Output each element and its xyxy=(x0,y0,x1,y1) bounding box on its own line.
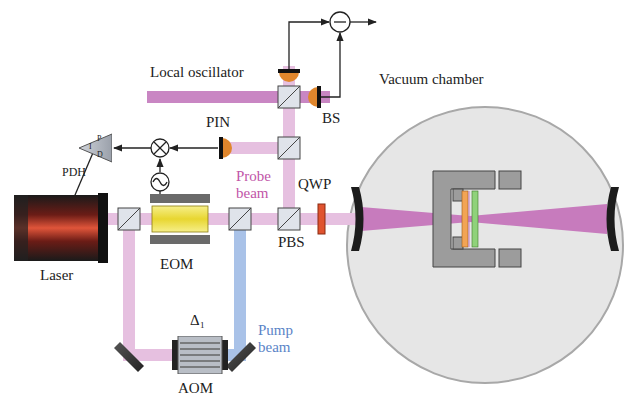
drawing-part xyxy=(453,237,463,249)
detuning-symbol: Δ₁ xyxy=(190,312,205,329)
drawing-part xyxy=(607,187,620,251)
drawing-part xyxy=(147,91,330,103)
beam-splitter-cubes xyxy=(118,86,300,230)
beam-name: Probe beam xyxy=(236,168,284,201)
drawing-part xyxy=(222,340,228,370)
amplifier-letter: P xyxy=(97,135,101,144)
drawing-part xyxy=(219,137,223,159)
drawing-part xyxy=(123,219,135,361)
drawing-part xyxy=(118,208,140,230)
drawing-part xyxy=(433,171,521,267)
drawing-part xyxy=(150,194,210,203)
drawing-part xyxy=(170,147,218,148)
drawing-part xyxy=(229,208,251,230)
drawing-part xyxy=(151,173,169,191)
drawing-part xyxy=(361,204,607,234)
drawing-part xyxy=(178,336,222,374)
component-name: Laser xyxy=(40,267,73,284)
beam-name: Pump beam xyxy=(258,322,306,355)
drawing-part xyxy=(229,208,251,230)
laser-source: Laser xyxy=(14,193,108,263)
vacuum-chamber: Vacuum chamber xyxy=(345,105,625,385)
vacuum-chamber-circle xyxy=(345,105,625,385)
drawing-part xyxy=(278,86,300,108)
drawing-part xyxy=(278,86,300,108)
drawing-part xyxy=(172,340,178,370)
drawing-part xyxy=(321,33,340,97)
controller-name: PDH xyxy=(62,166,86,179)
drawing-part xyxy=(222,138,232,158)
chamber-heading: Vacuum chamber xyxy=(379,71,484,88)
drawing-part xyxy=(180,366,220,368)
part-name: PBS xyxy=(278,234,305,251)
drawing-part xyxy=(98,193,108,263)
drawing-part xyxy=(153,179,167,186)
drawing-part xyxy=(347,107,623,383)
drawing-part xyxy=(152,206,208,232)
drawing-part xyxy=(180,348,220,350)
drawing-part xyxy=(114,147,151,148)
drawing-part xyxy=(278,208,300,230)
drawing-part xyxy=(154,142,166,154)
amplifier-letter: D xyxy=(97,151,103,160)
component-name: EOM xyxy=(160,256,193,273)
electro-optic-modulator: EOM xyxy=(150,194,210,244)
drawing-part xyxy=(433,171,495,267)
drawing-part xyxy=(151,139,169,157)
drawing-part xyxy=(351,187,364,251)
drawing-part xyxy=(234,225,246,361)
drawing-part xyxy=(14,195,28,261)
laser-body xyxy=(14,193,108,263)
drawing-part xyxy=(150,235,210,244)
drawing-part xyxy=(462,191,468,247)
drawing-part xyxy=(278,69,300,73)
drawing-part xyxy=(226,142,286,154)
drawing-part xyxy=(289,22,329,69)
drawing-part xyxy=(499,249,521,267)
drawing-part xyxy=(317,86,321,108)
drawing-part xyxy=(180,354,220,356)
wave-plate xyxy=(318,204,325,234)
drawing-part xyxy=(469,191,470,247)
drawing-part xyxy=(279,72,299,82)
acousto-optic-modulator: AOM xyxy=(172,336,228,374)
aom-crystal xyxy=(172,336,228,374)
beams xyxy=(100,66,348,361)
component-name: AOM xyxy=(178,380,213,397)
drawing-part xyxy=(180,342,220,344)
amplifier-letter: I xyxy=(89,143,92,152)
drawing-part xyxy=(180,360,220,362)
part-name: QWP xyxy=(298,176,331,193)
drawing-part xyxy=(180,343,220,367)
part-name: BS xyxy=(322,110,340,127)
drawing-part xyxy=(334,21,346,22)
drawing-part xyxy=(330,12,350,32)
drawing-part xyxy=(453,189,463,201)
drawing-part xyxy=(350,21,376,22)
drawing-part xyxy=(154,142,166,154)
drawing-part xyxy=(278,208,300,230)
beam-name: Local oscillator xyxy=(150,64,244,81)
drawing-part xyxy=(278,137,300,159)
drawing-part xyxy=(345,213,357,225)
amplifier-triangle xyxy=(78,133,112,163)
drawing-part xyxy=(308,87,318,107)
drawing-part xyxy=(226,342,256,372)
photodetectors xyxy=(219,69,321,159)
detector-name: PIN xyxy=(206,114,230,131)
drawing-part xyxy=(118,208,140,230)
drawing-part xyxy=(499,171,521,189)
pid-amplifier: PIDPDH xyxy=(78,133,112,163)
drawing-part xyxy=(472,191,478,247)
drawing-part xyxy=(79,134,112,162)
drawing-part xyxy=(14,195,98,261)
drawing-part xyxy=(159,159,160,172)
drawing-part xyxy=(114,342,144,372)
drawing-part xyxy=(278,137,300,159)
eom-crystal xyxy=(150,194,210,244)
